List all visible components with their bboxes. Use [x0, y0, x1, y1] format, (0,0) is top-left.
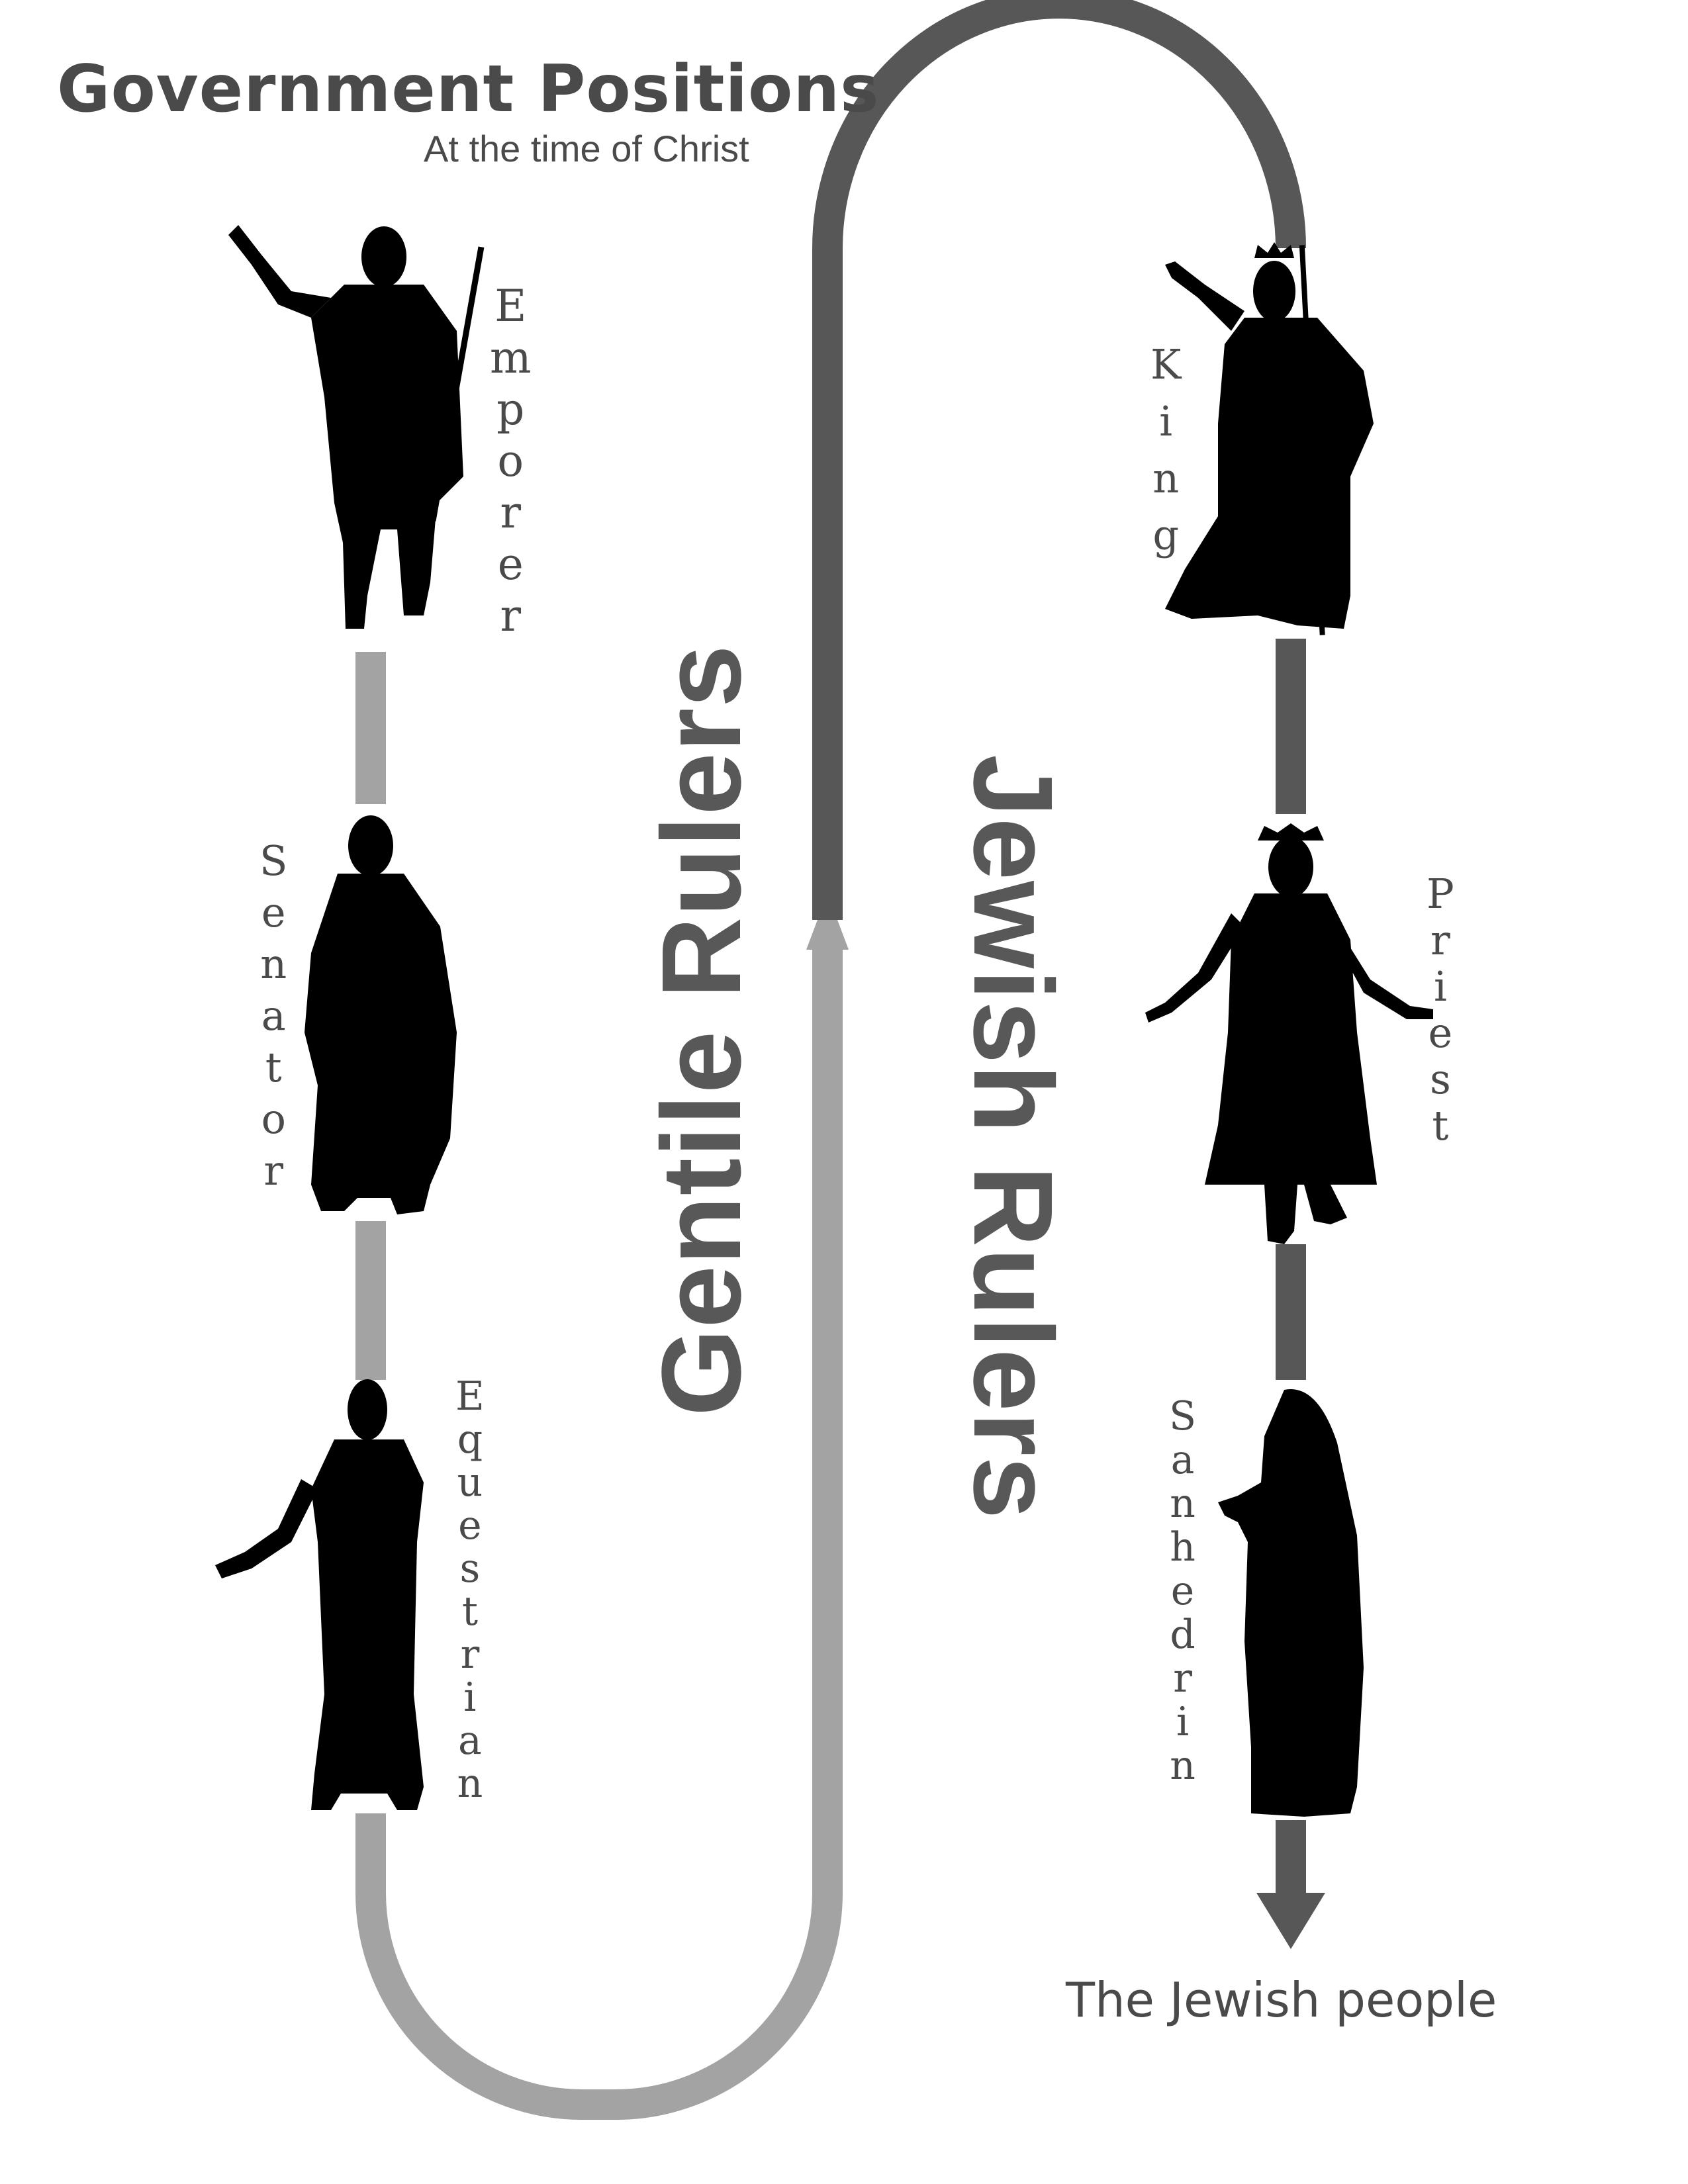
label-letter: u — [457, 1459, 483, 1506]
label-letter: E — [494, 281, 527, 332]
label-letter: o — [497, 435, 524, 486]
jewish-rulers-label: Jewish Rulers — [950, 754, 1076, 1520]
label-letter: P — [1427, 870, 1454, 918]
up-arrow-head — [806, 893, 849, 950]
footer-label: The Jewish people — [1066, 1972, 1497, 2028]
label-letter: r — [1173, 1655, 1192, 1702]
page-subtitle: At the time of Christ — [424, 128, 749, 169]
label-letter: m — [490, 332, 532, 383]
label-letter: g — [1152, 511, 1180, 559]
jewish-path — [812, 0, 1306, 1899]
label-letter: S — [259, 837, 288, 885]
label-letter: t — [1432, 1101, 1449, 1150]
label-letter: a — [1170, 1437, 1195, 1483]
label-letter: a — [261, 991, 286, 1040]
emperor-silhouette — [228, 225, 485, 629]
label-letter: e — [261, 888, 286, 936]
label-letter: e — [1170, 1568, 1195, 1614]
page-title: Government Positions — [57, 52, 880, 127]
label-letter: t — [461, 1588, 478, 1635]
label-letter: d — [1170, 1612, 1196, 1658]
gentile-rulers-label: Gentile Rulers — [639, 644, 765, 1416]
label-letter: n — [1170, 1743, 1196, 1789]
label-letter: r — [460, 1631, 480, 1678]
label-letter: i — [1433, 962, 1447, 1011]
label-letter: n — [457, 1760, 483, 1807]
label-letter: e — [497, 539, 524, 590]
label-letter: n — [260, 940, 287, 988]
label-letter: h — [1170, 1524, 1196, 1570]
king-silhouette — [1165, 242, 1374, 635]
label-letter: E — [455, 1373, 485, 1420]
label-letter: t — [265, 1043, 282, 1091]
label-letter: p — [496, 384, 525, 435]
label-letter: s — [1429, 1055, 1451, 1103]
down-arrow-head — [1256, 1893, 1325, 1949]
priest-silhouette — [1145, 823, 1433, 1244]
label-letter: a — [458, 1717, 482, 1764]
senator-silhouette — [305, 815, 457, 1214]
label-letter: r — [500, 590, 522, 641]
label-letter: n — [1152, 454, 1180, 502]
label-letter: r — [263, 1146, 284, 1195]
label-letter: i — [1176, 1699, 1190, 1745]
label-letter: e — [1428, 1009, 1453, 1057]
label-letter: q — [457, 1416, 483, 1463]
gentile-path — [355, 652, 843, 2120]
label-letter: K — [1150, 340, 1182, 388]
label-letter: i — [1159, 397, 1173, 445]
label-letter: s — [459, 1545, 481, 1592]
sanhedrin-silhouette — [1218, 1389, 1364, 1817]
label-letter: r — [1430, 916, 1450, 964]
label-letter: e — [458, 1502, 482, 1549]
label-letter: r — [500, 487, 522, 538]
equestrian-silhouette — [215, 1379, 424, 1810]
label-letter: n — [1170, 1480, 1196, 1527]
label-letter: o — [261, 1095, 286, 1143]
label-letter: i — [463, 1674, 477, 1721]
label-letter: S — [1169, 1393, 1197, 1439]
